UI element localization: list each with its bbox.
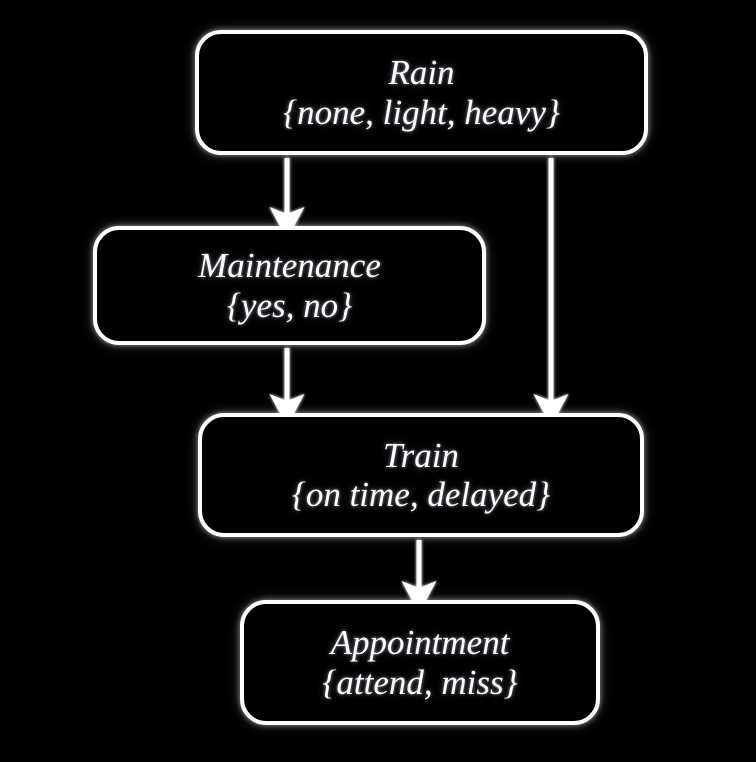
node-train[interactable]: Train {on time, delayed}: [198, 413, 644, 537]
node-maintenance-states: {yes, no}: [226, 285, 353, 325]
node-rain-states: {none, light, heavy}: [283, 92, 560, 132]
node-appointment-states: {attend, miss}: [322, 662, 518, 702]
node-train-states: {on time, delayed}: [291, 475, 551, 514]
node-appointment-title: Appointment: [330, 623, 510, 663]
node-maintenance-title: Maintenance: [198, 246, 381, 286]
node-rain-title: Rain: [388, 53, 455, 93]
node-appointment[interactable]: Appointment {attend, miss}: [240, 600, 600, 725]
node-train-title: Train: [383, 435, 459, 475]
node-maintenance[interactable]: Maintenance {yes, no}: [93, 226, 486, 345]
node-rain[interactable]: Rain {none, light, heavy}: [195, 30, 648, 155]
